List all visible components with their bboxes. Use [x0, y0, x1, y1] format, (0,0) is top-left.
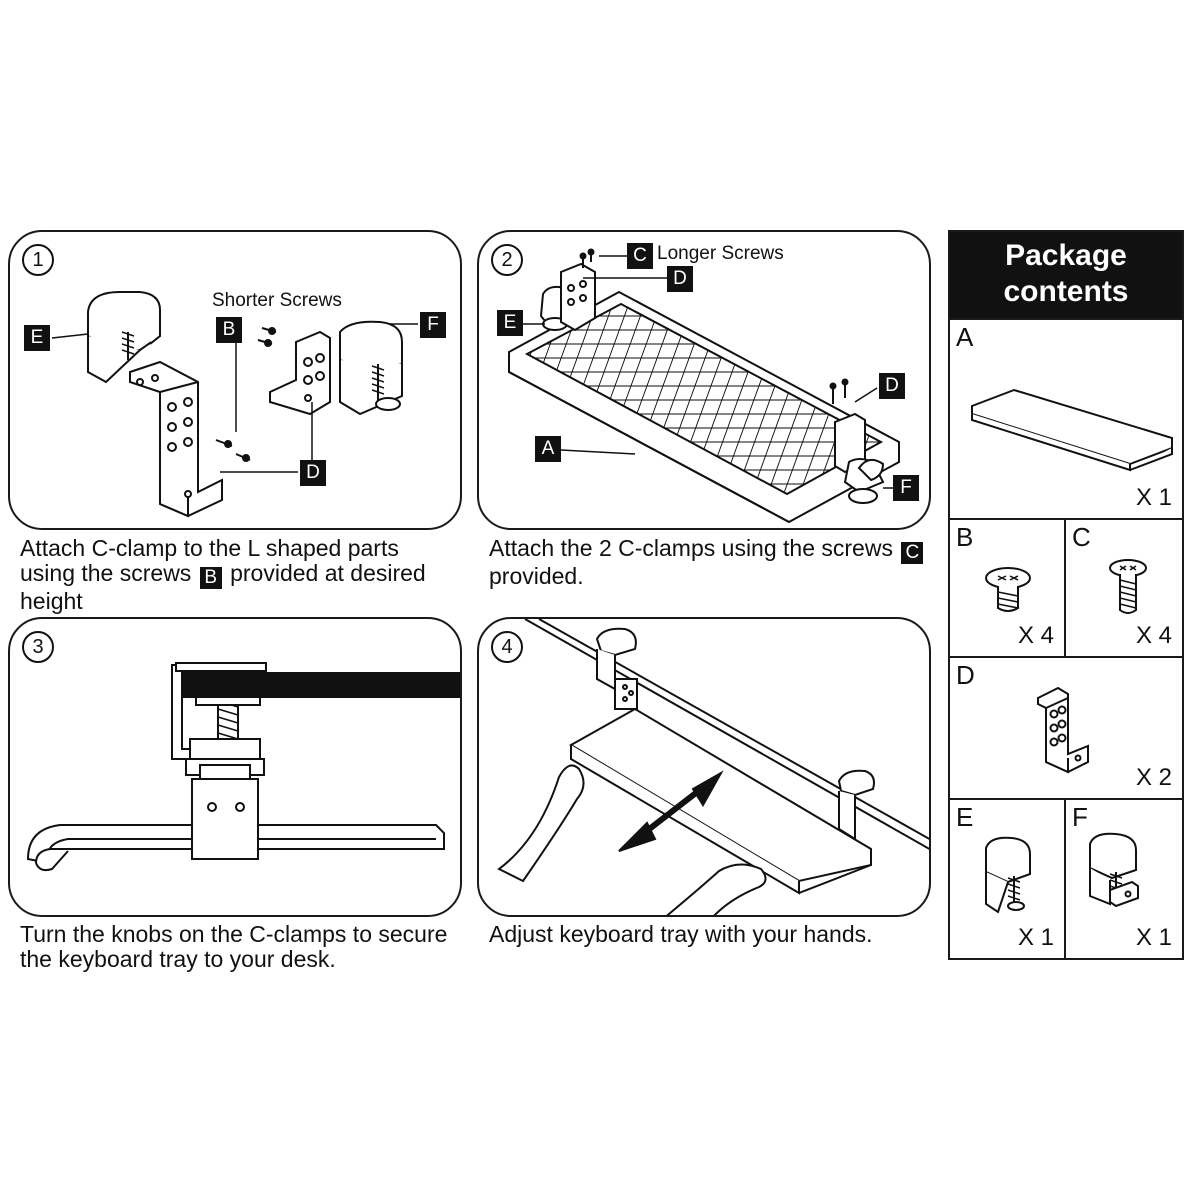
- label-c: C: [627, 243, 653, 269]
- package-item-b: B X 4: [950, 518, 1066, 656]
- label-d-top: D: [667, 266, 693, 292]
- package-item-f-qty: X 1: [1135, 924, 1172, 951]
- package-contents-header: Package contents: [950, 232, 1182, 318]
- package-item-e-letter: E: [956, 802, 974, 832]
- step-4-panel: 4: [477, 617, 931, 917]
- package-item-b-letter: B: [956, 522, 974, 552]
- package-contents-panel: Package contents A X 1 B X 4: [948, 230, 1184, 960]
- c-clamp-left-icon: [985, 836, 1031, 914]
- step-2-caption-post: provided.: [489, 563, 584, 589]
- package-item-c-qty: X 4: [1135, 622, 1172, 649]
- step-1-illustration: [51, 291, 418, 518]
- step-4-illustration: [497, 619, 929, 915]
- label-d-right: D: [879, 373, 905, 399]
- step-3-caption: Turn the knobs on the C-clamps to secure…: [20, 921, 448, 972]
- package-item-d-qty: X 2: [1135, 764, 1172, 791]
- step-2-illustration: [508, 248, 900, 524]
- package-item-c-letter: C: [1072, 522, 1091, 552]
- long-screw-icon: [1109, 559, 1147, 614]
- label-f: F: [893, 475, 919, 501]
- step-3-number: 3: [22, 631, 54, 663]
- package-item-f: F X 1: [1066, 798, 1182, 958]
- step-1-caption-pre: Attach C-clamp to the L shaped parts usi…: [20, 535, 399, 586]
- step-3-illustration: [26, 662, 460, 872]
- step-2-caption-pre: Attach the 2 C-clamps using the screws: [489, 535, 893, 561]
- package-item-e: E X 1: [950, 798, 1066, 958]
- package-item-b-qty: X 4: [1017, 622, 1054, 649]
- longer-screws-note: Longer Screws: [657, 243, 784, 264]
- package-item-c: C X 4: [1066, 518, 1182, 656]
- step-4-caption: Adjust keyboard tray with your hands.: [489, 921, 873, 947]
- step-1-caption: Attach C-clamp to the L shaped parts usi…: [20, 536, 450, 614]
- shorter-screws-note: Shorter Screws: [212, 290, 342, 311]
- step-2-caption: Attach the 2 C-clamps using the screws C…: [489, 536, 939, 589]
- package-title-line1: Package: [1005, 239, 1127, 272]
- package-item-a-qty: X 1: [1135, 484, 1172, 511]
- label-a: A: [535, 436, 561, 462]
- package-item-d: D X 2: [950, 656, 1182, 798]
- package-item-a-letter: A: [956, 322, 974, 352]
- label-e: E: [24, 325, 50, 351]
- step-2-caption-tag: C: [901, 542, 924, 564]
- step-2-number: 2: [491, 244, 523, 276]
- package-title-line2: contents: [1003, 275, 1129, 308]
- step-3-panel: 3: [8, 617, 462, 917]
- label-b: B: [216, 317, 242, 343]
- step-1-caption-post: provided at desired height: [20, 560, 426, 614]
- label-e: E: [497, 310, 523, 336]
- step-4-number: 4: [491, 631, 523, 663]
- label-f: F: [420, 312, 446, 338]
- step-1-panel: 1 E Shorter Screws B F D: [8, 230, 462, 530]
- c-clamp-right-icon: [1089, 832, 1139, 908]
- step-1-caption-tag: B: [199, 567, 222, 589]
- short-screw-icon: [985, 567, 1031, 612]
- package-item-d-letter: D: [956, 660, 975, 690]
- package-item-e-qty: X 1: [1017, 924, 1054, 951]
- l-bracket-icon: [1037, 686, 1089, 774]
- keyboard-tray-board-icon: [971, 388, 1173, 472]
- package-item-f-letter: F: [1072, 802, 1088, 832]
- label-d: D: [300, 460, 326, 486]
- step-1-number: 1: [22, 244, 54, 276]
- package-item-a: A X 1: [950, 318, 1182, 518]
- step-2-panel: 2 C Longer Screws D E A D F: [477, 230, 931, 530]
